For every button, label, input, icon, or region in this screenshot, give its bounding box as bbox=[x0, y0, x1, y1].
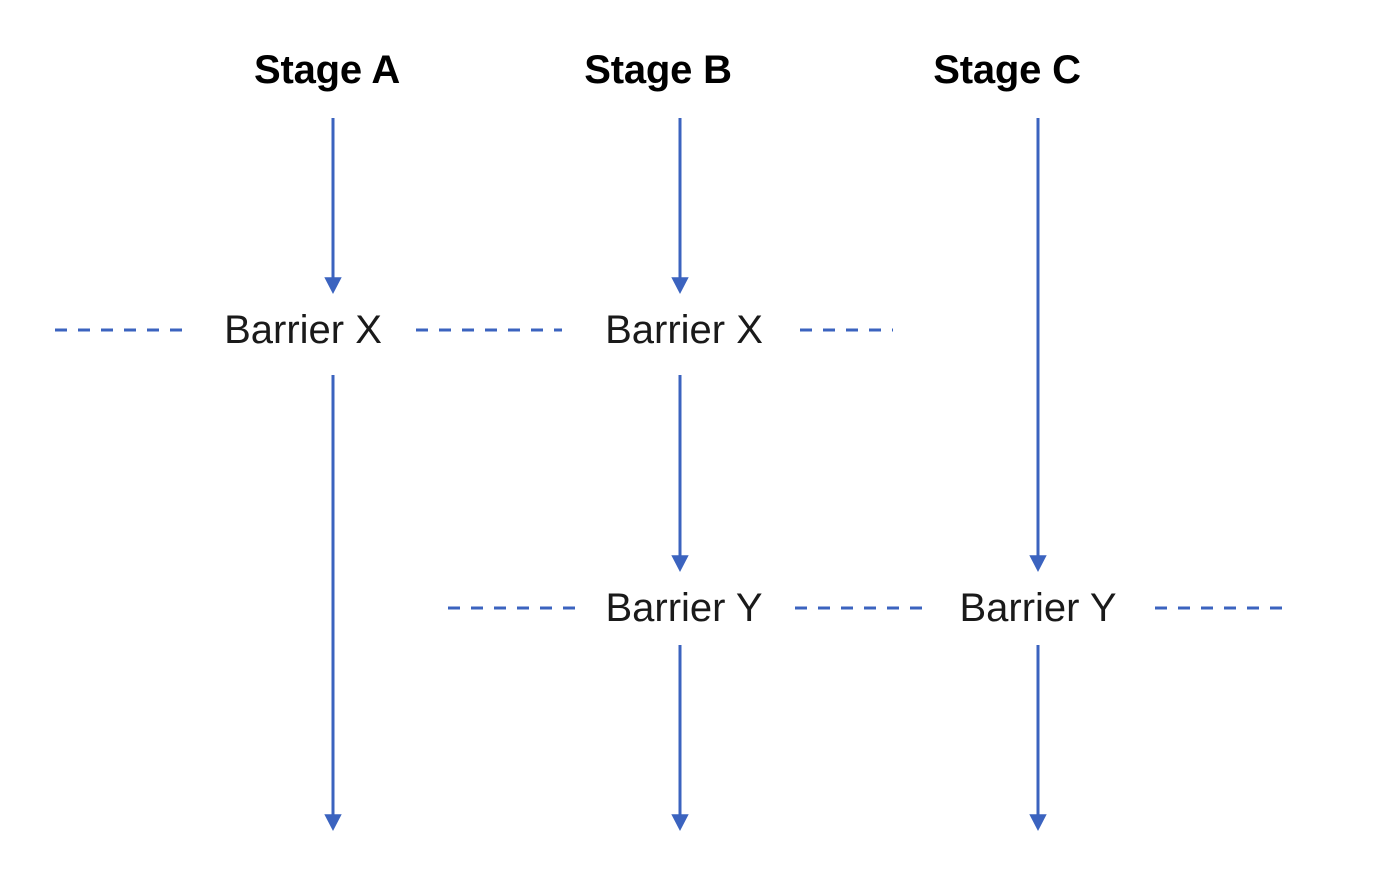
dashed-connector-layer bbox=[55, 328, 1285, 610]
arrow-layer bbox=[324, 118, 1047, 832]
stage-header-stage-a: Stage A bbox=[253, 48, 401, 92]
stage-header-stage-c: Stage C bbox=[933, 48, 1081, 92]
barrier-node-node-b-barrier-y: Barrier Y bbox=[595, 585, 773, 631]
barrier-node-node-c-barrier-y: Barrier Y bbox=[949, 585, 1127, 631]
barrier-node-node-b-barrier-x: Barrier X bbox=[595, 307, 773, 353]
stage-header-stage-b: Stage B bbox=[584, 48, 732, 92]
barrier-node-node-a-barrier-x: Barrier X bbox=[214, 307, 392, 353]
